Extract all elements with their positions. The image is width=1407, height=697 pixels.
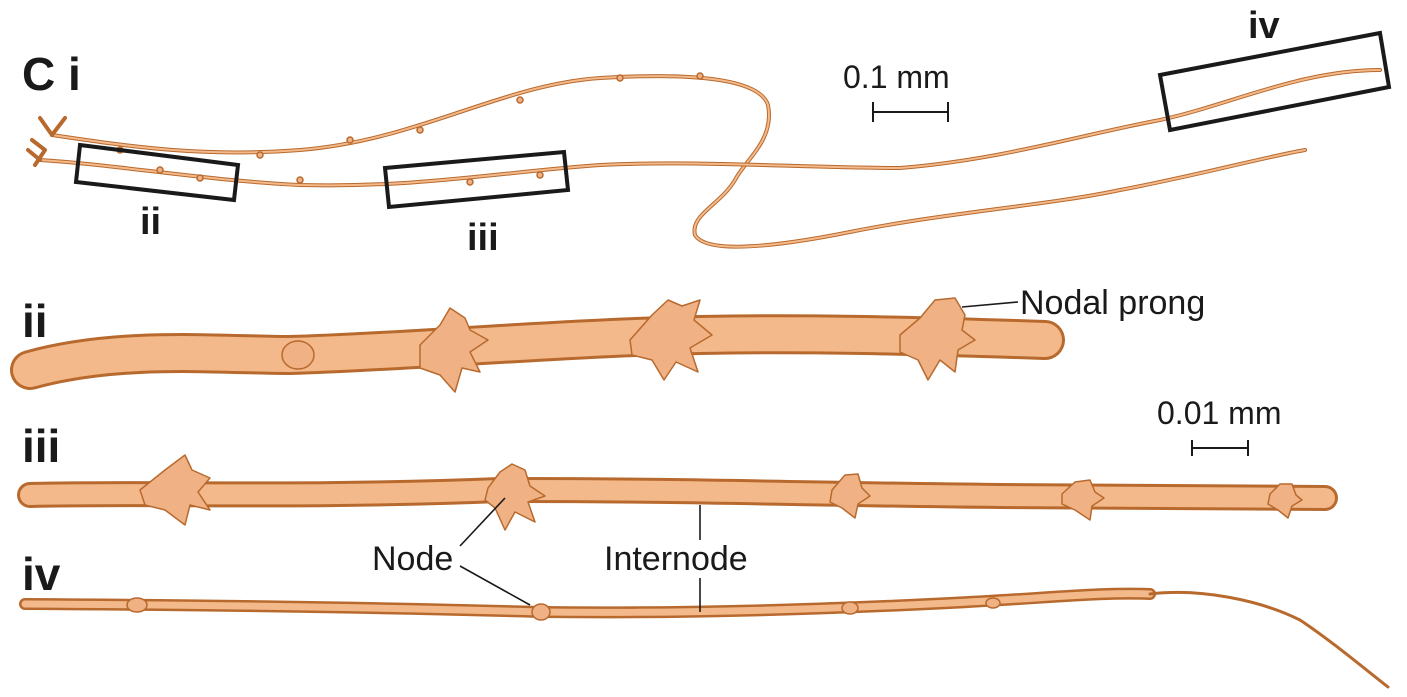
scale-bar-large — [873, 102, 948, 122]
label-internode: Internode — [604, 540, 748, 578]
scale-label-large: 0.1 mm — [843, 59, 950, 95]
node-iii-2 — [485, 464, 545, 530]
box-label-iii: iii — [467, 217, 499, 259]
label-node: Node — [372, 540, 453, 578]
node-iii-3 — [830, 474, 870, 518]
label-nodal-prong: Nodal prong — [1020, 284, 1205, 322]
node-ii-3 — [900, 298, 975, 380]
box-iii — [385, 152, 568, 207]
node-iv-4 — [986, 598, 1000, 608]
box-label-iv: iv — [1248, 5, 1280, 47]
panel-iii-fiber — [30, 455, 1325, 530]
panel-label-iv: iv — [22, 548, 61, 600]
box-iv — [1160, 33, 1389, 130]
node-ii-2 — [630, 300, 712, 380]
panel-ii-fiber — [30, 298, 1045, 392]
panel-label-ii: ii — [22, 295, 48, 347]
node-iii-1 — [140, 455, 210, 525]
node-iv-3 — [842, 602, 858, 614]
panel-label-ci: C i — [22, 48, 81, 100]
panel-ci-overview — [28, 33, 1389, 247]
node-iv-1 — [127, 598, 147, 612]
panel-iv-fiber — [25, 592, 1388, 687]
scale-bar-small — [1192, 440, 1248, 456]
panel-label-iii: iii — [22, 420, 60, 472]
box-label-ii: ii — [140, 201, 161, 243]
scale-label-small: 0.01 mm — [1157, 395, 1281, 431]
node-iv-2 — [532, 604, 550, 620]
